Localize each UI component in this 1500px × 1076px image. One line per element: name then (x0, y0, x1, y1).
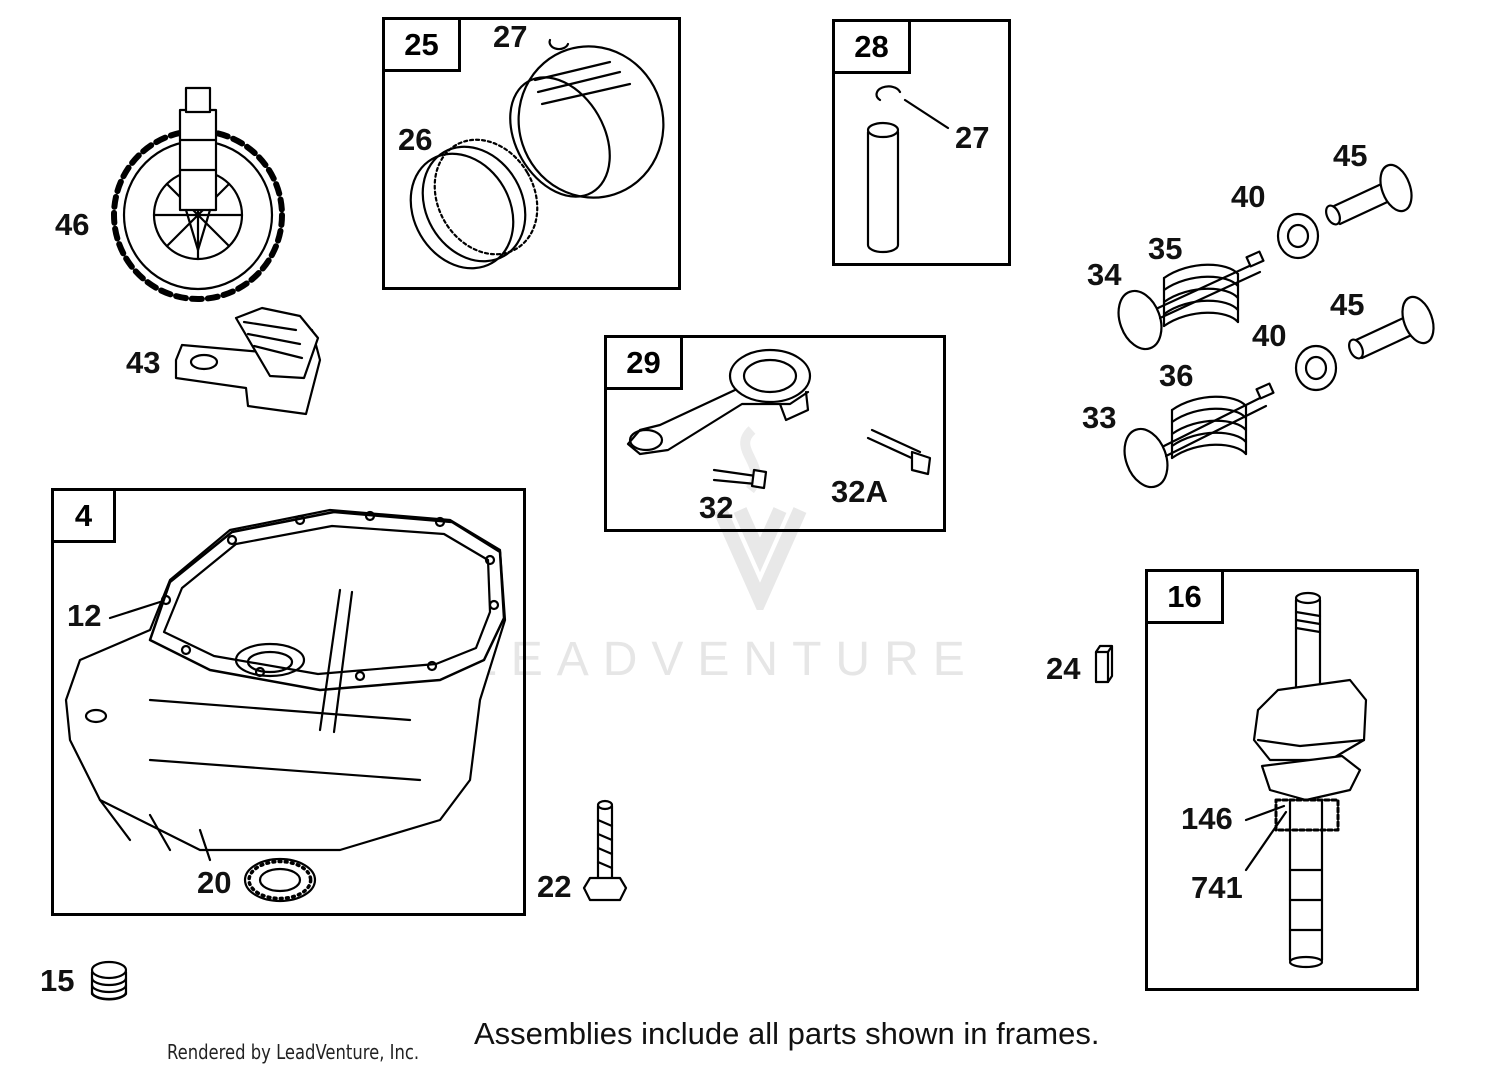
frame-pin-assembly: 28 (832, 19, 1011, 266)
frame-piston-assembly: 25 (382, 17, 681, 290)
valve-spring-lower-icon (1170, 395, 1248, 460)
bolt-icon (582, 799, 628, 902)
valve-lower-icon (1123, 382, 1275, 489)
connecting-rod-icon (626, 348, 812, 456)
callout-20: 20 (197, 865, 232, 900)
frame-label-29: 29 (607, 338, 683, 390)
callout-12: 12 (67, 598, 102, 633)
tappet-lower-icon (1348, 295, 1435, 360)
callout-32a: 32A (831, 474, 888, 509)
callout-26: 26 (398, 122, 433, 157)
rod-bolt-32a-icon (866, 428, 932, 476)
callout-35: 35 (1148, 231, 1183, 266)
callout-40-upper: 40 (1231, 179, 1266, 214)
assemblies-note: Assemblies include all parts shown in fr… (474, 1016, 1100, 1051)
frame-connecting-rod: 29 (604, 335, 946, 532)
frame-label-4: 4 (54, 491, 116, 543)
governor-bracket-icon (174, 306, 322, 416)
callout-15: 15 (40, 963, 75, 998)
engine-sump-icon (64, 508, 507, 862)
callout-27-pin-clip: 27 (955, 120, 990, 155)
callout-36: 36 (1159, 358, 1194, 393)
callout-741: 741 (1191, 870, 1243, 905)
callout-27-clip: 27 (493, 19, 528, 54)
callout-24: 24 (1046, 651, 1081, 686)
frame-label-28: 28 (835, 22, 911, 74)
crankshaft-icon (1252, 591, 1368, 969)
frame-label-25: 25 (385, 20, 461, 72)
leader-27b (903, 98, 950, 130)
leader-146 (1244, 804, 1286, 822)
callout-32: 32 (699, 490, 734, 525)
rod-bolt-32-icon (712, 468, 768, 490)
leader-12 (108, 600, 162, 620)
callout-146: 146 (1181, 801, 1233, 836)
callout-33: 33 (1082, 400, 1117, 435)
drain-plug-icon (90, 960, 128, 1001)
retaining-clip-icon (548, 38, 570, 51)
piston-rings-icon (409, 138, 539, 270)
piston-icon (509, 45, 665, 199)
retainer-lower-icon (1294, 344, 1338, 392)
callout-40-lower: 40 (1252, 318, 1287, 353)
callout-34: 34 (1087, 257, 1122, 292)
callout-22: 22 (537, 869, 572, 904)
leader-741 (1244, 810, 1288, 872)
retainer-upper-icon (1276, 212, 1320, 260)
watermark-text: LEADVENTURE (470, 633, 979, 686)
callout-45-lower: 45 (1330, 287, 1365, 322)
render-credit: Rendered by LeadVenture, Inc. (167, 1040, 420, 1064)
oil-seal-icon (243, 857, 317, 903)
callout-45-upper: 45 (1333, 138, 1368, 173)
tappet-upper-icon (1325, 163, 1413, 226)
key-icon (1094, 644, 1114, 684)
valve-upper-icon (1117, 250, 1265, 351)
callout-43: 43 (126, 345, 161, 380)
pin-clip-icon (875, 85, 902, 102)
frame-sump-assembly: 4 (51, 488, 526, 916)
cam-gear-icon (111, 86, 285, 302)
frame-crankshaft: 16 (1145, 569, 1419, 991)
valve-spring-upper-icon (1162, 263, 1240, 328)
frame-label-16: 16 (1148, 572, 1224, 624)
piston-pin-icon (866, 121, 900, 254)
callout-46: 46 (55, 207, 90, 242)
